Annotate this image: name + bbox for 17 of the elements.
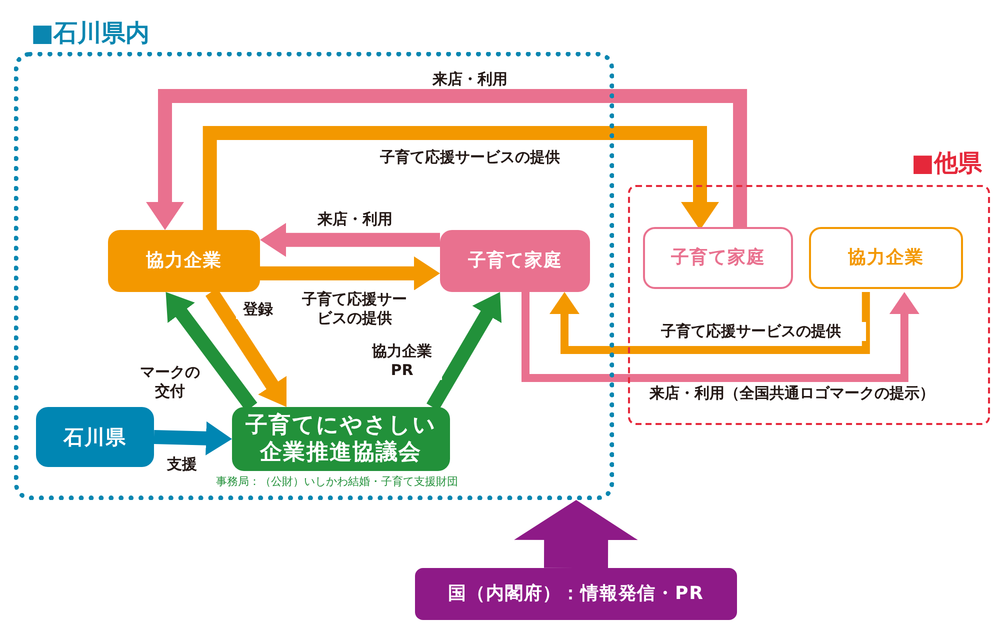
- banner-box: 国（内閣府）：情報発信・PR: [415, 568, 737, 620]
- arrow: [522, 292, 920, 382]
- arrow: [260, 256, 440, 290]
- process-box: 石川県: [36, 407, 154, 467]
- arrow: [154, 421, 232, 456]
- process-box: 協力企業: [809, 227, 963, 289]
- process-box: 子育て家庭: [643, 227, 793, 289]
- process-box: 子育て家庭: [440, 230, 590, 292]
- region-title: ■他県: [911, 148, 982, 179]
- region-title: ■石川県内: [31, 18, 150, 49]
- arrow: [260, 222, 440, 257]
- secretariat-note: 事務局：（公財）いしかわ結婚・子育て支援財団: [216, 475, 458, 489]
- process-box: 協力企業: [108, 230, 260, 292]
- arrow: [146, 89, 748, 230]
- arrow: [514, 500, 638, 568]
- arrow: [202, 126, 719, 230]
- arrow: [550, 292, 870, 354]
